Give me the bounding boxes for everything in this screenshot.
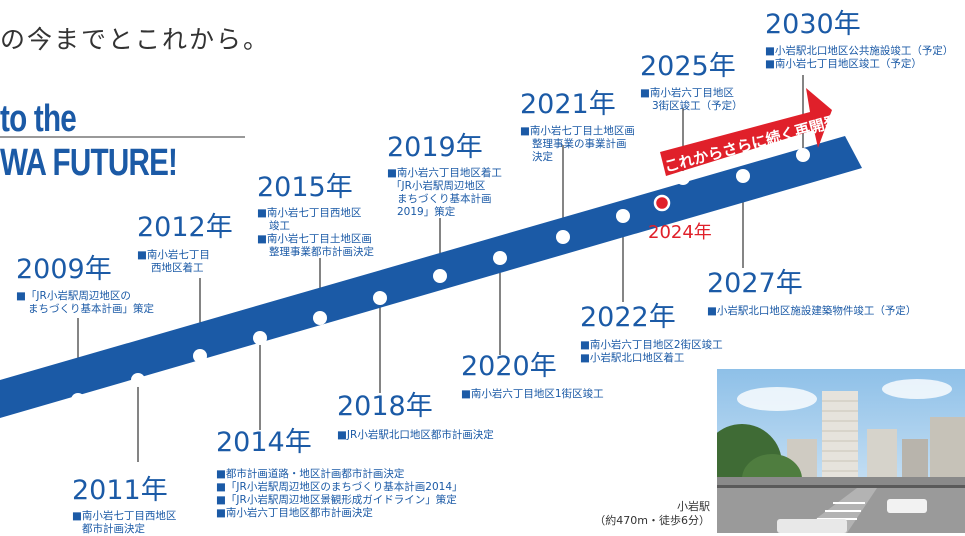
event-2020: ■南小岩六丁目地区1街区竣工 xyxy=(461,388,604,400)
year-2024: 2024年 xyxy=(648,222,712,243)
year-2030: 2030年 xyxy=(765,9,861,40)
year-2019: 2019年 xyxy=(387,132,483,163)
page-heading: の今までとこれから。 xyxy=(0,25,271,54)
year-2012: 2012年 xyxy=(137,212,233,243)
event-2030: ■小岩駅北口地区公共施設竣工（予定）■南小岩七丁目地区竣工（予定） xyxy=(765,45,954,70)
banner-rule xyxy=(0,136,245,138)
year-2015: 2015年 xyxy=(257,172,353,203)
milestone-dots xyxy=(71,148,810,407)
banner-line-2: WA FUTURE! xyxy=(0,142,178,184)
year-2009: 2009年 xyxy=(16,254,112,285)
station-photo xyxy=(717,369,965,533)
year-2011: 2011年 xyxy=(72,475,168,506)
timeline-band xyxy=(0,136,862,418)
event-2027: ■小岩駅北口地区施設建築物件竣工（予定） xyxy=(707,305,917,317)
banner-line-1: to the xyxy=(0,98,77,140)
year-2027: 2027年 xyxy=(707,268,803,299)
year-2021: 2021年 xyxy=(520,89,616,120)
event-2012: ■南小岩七丁目西地区着工 xyxy=(137,249,210,274)
event-2018: ■JR小岩駅北口地区都市計画決定 xyxy=(337,429,494,441)
year-2014: 2014年 xyxy=(216,427,312,458)
year-2025: 2025年 xyxy=(640,51,736,82)
future-arrow xyxy=(660,88,832,176)
photo-caption: 小岩駅 （約470m・徒歩6分） xyxy=(594,500,710,527)
event-2009: ■「JR小岩駅周辺地区のまちづくり基本計画」策定 xyxy=(16,290,154,315)
year-2022: 2022年 xyxy=(580,302,676,333)
current-year-dot xyxy=(653,194,671,212)
event-2015: ■南小岩七丁目西地区竣工 ■南小岩七丁目土地区画整理事業都市計画決定 xyxy=(257,207,374,258)
event-2022: ■南小岩六丁目地区2街区竣工■小岩駅北口地区着工 xyxy=(580,339,723,364)
year-2020: 2020年 xyxy=(461,351,557,382)
event-2014: ■都市計画道路・地区計画都市計画決定■「JR小岩駅周辺地区のまちづくり基本計画2… xyxy=(216,468,463,519)
event-2021: ■南小岩七丁目土地区画整理事業の事業計画 決定 xyxy=(520,125,635,163)
year-2018: 2018年 xyxy=(337,391,433,422)
event-2011: ■南小岩七丁目西地区都市計画決定 xyxy=(72,510,177,535)
